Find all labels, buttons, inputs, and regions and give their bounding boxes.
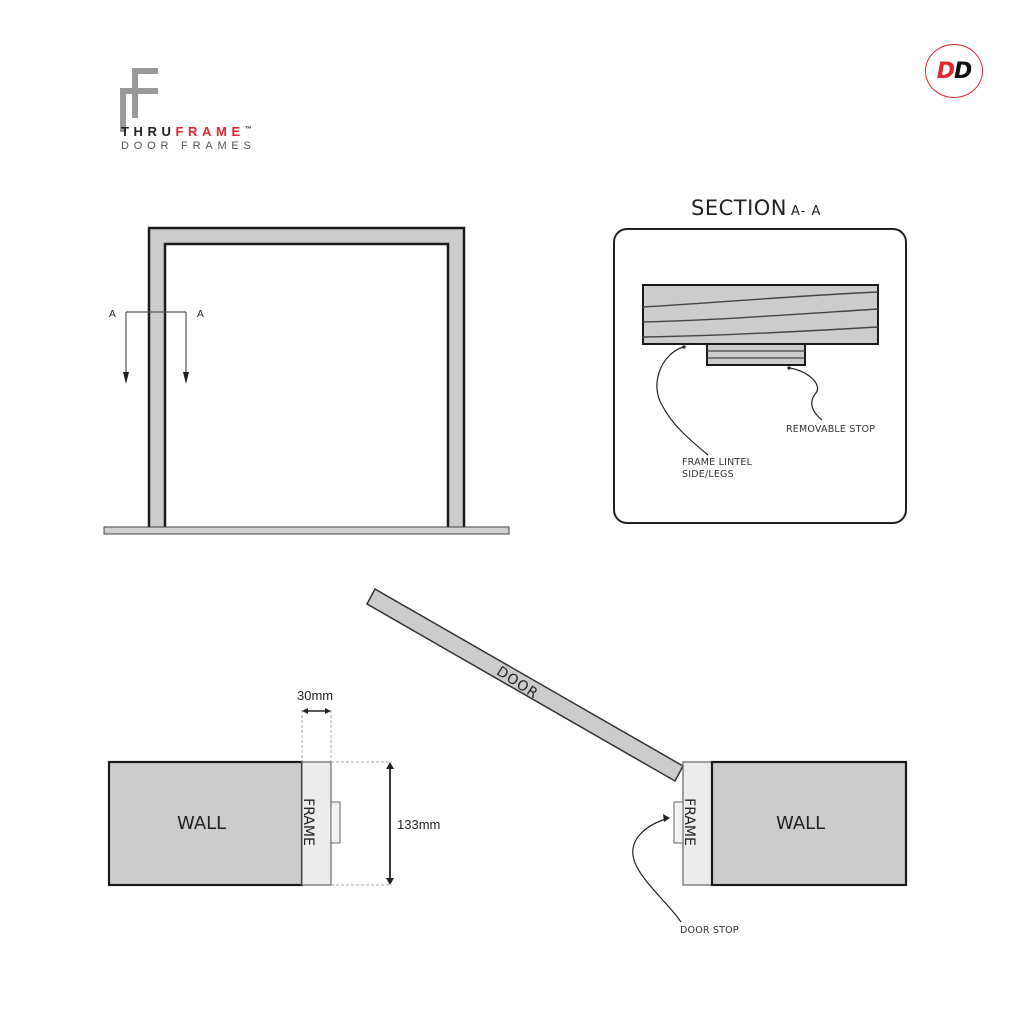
brand-name: THRUFRAME™ [121,124,252,139]
door-leaf-plan [365,587,685,783]
frame-lintel-label-line2: SIDE/LEGS [682,469,734,480]
section-marker-right: A [197,309,204,320]
section-aa-frame [613,228,907,524]
dd-letter-red: D [936,58,955,84]
plan-right-assembly [632,760,908,923]
frame-depth-dimension: 133mm [397,817,441,832]
brand-subtitle: DOOR FRAMES [121,140,256,152]
brand-part-thru: THRU [121,124,176,139]
dd-letter-black: D [954,58,972,84]
section-marker-left: A [109,309,116,320]
right-wall-label: WALL [776,813,826,834]
door-frame-elevation [103,226,510,535]
frame-width-dimension: 30mm [297,688,334,703]
section-aa-drawing [642,284,879,456]
plan-left-assembly [107,708,394,887]
trademark-symbol: ™ [244,126,252,133]
section-title-main: SECTION [691,196,788,220]
left-wall-label: WALL [177,813,227,834]
door-stop-label: DOOR STOP [680,925,739,936]
frame-lintel-label-line1: FRAME LINTEL [682,457,753,468]
right-frame-label: FRAME [680,798,697,846]
left-frame-label: FRAME [299,798,316,846]
section-title-suffix: A- A [791,204,822,219]
section-cut-marker [125,311,187,378]
removable-stop-label: REMOVABLE STOP [786,424,876,435]
brand-part-frame: FRAME [175,124,245,139]
